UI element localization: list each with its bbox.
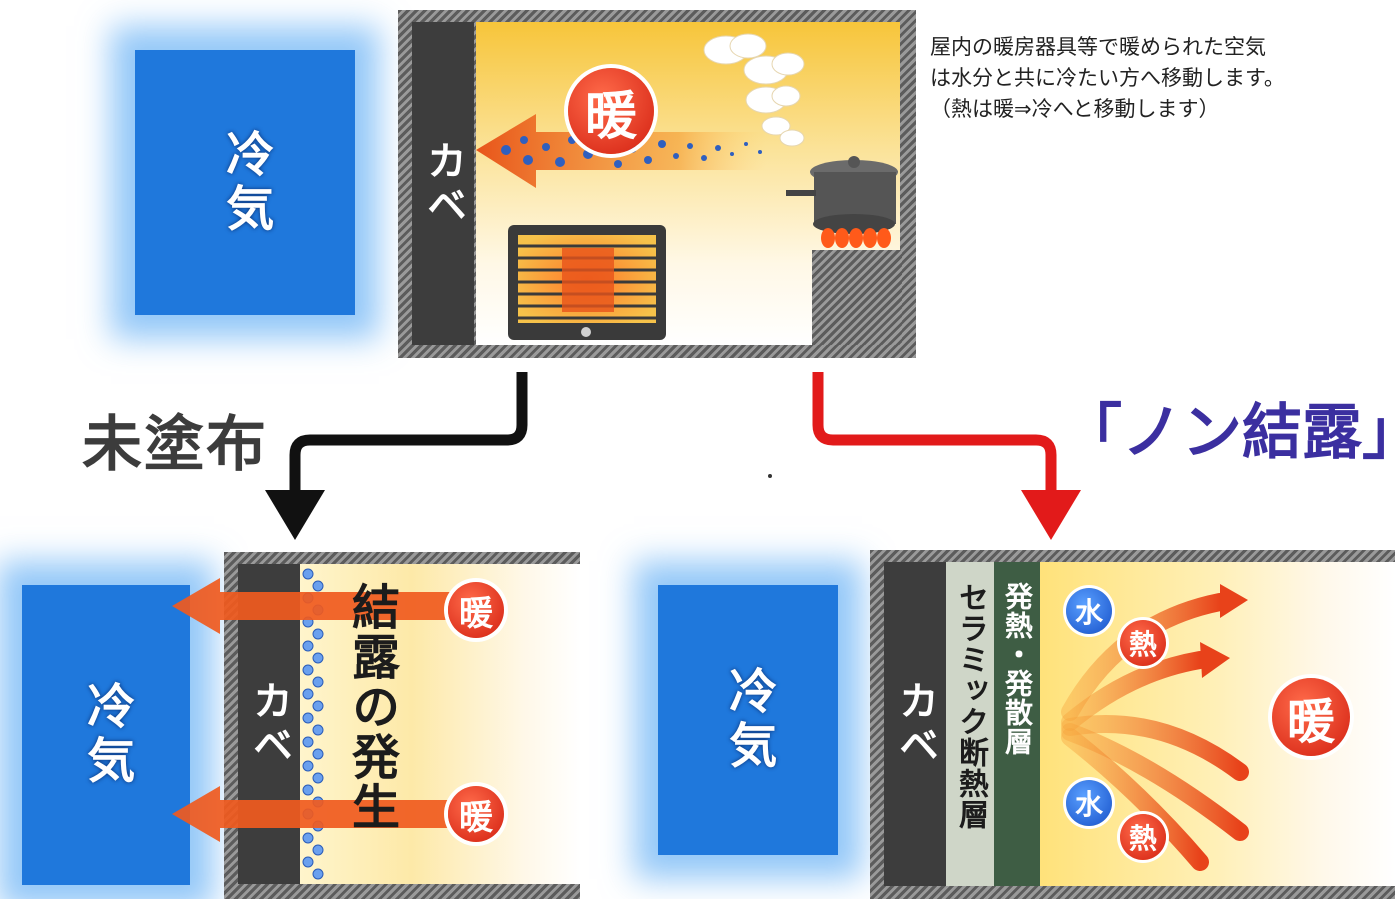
untreated-branch-arrow [289,372,528,492]
left-condensation-illustration [172,568,450,880]
ceramic-insulation-layer: セラミック断熱層 [946,562,994,886]
heat-emission-layer: 発熱・発散層 [994,562,1040,886]
pot-illustration [786,156,898,248]
top-warm-badge-label: 暖 [584,86,637,147]
right-heat-badge-lower: 熱 [1120,814,1166,860]
branch-arrows [265,372,1081,540]
left-warm-badge-upper-label: 暖 [459,593,493,634]
right-cold-air-label: 冷気 [720,666,777,774]
left-cold-air-box: 冷気 [22,585,190,885]
untreated-title: 未塗布 [82,410,268,480]
top-description-line-3: （熱は暖⇒冷へと移動します） [930,97,1220,121]
heater-illustration [508,225,666,340]
right-heat-badge-lower-label: 熱 [1128,822,1157,855]
left-heat-arrow-upper [172,578,450,634]
right-water-badge-upper-label: 水 [1074,596,1103,629]
nonketsuro-title: 「ノン結露」 [1062,398,1395,468]
right-warm-badge-label: 暖 [1286,694,1335,750]
top-description-line-2: は水分と共に冷たい方へ移動します。 [930,66,1285,90]
right-heat-badge-upper: 熱 [1120,620,1166,666]
top-counter [812,250,902,345]
right-heat-badge-upper-label: 熱 [1128,628,1157,661]
right-water-badge-lower: 水 [1066,780,1112,826]
heat-layer-label: 発熱・発散層 [1001,582,1034,756]
nonketsuro-branch-arrow [812,372,1057,492]
top-wall: カベ [412,22,474,345]
ceramic-layer-label: セラミック断熱層 [953,582,988,830]
right-water-badge-upper: 水 [1066,588,1112,634]
top-cold-air-box: 冷気 [135,50,355,315]
right-water-badge-lower-label: 水 [1074,788,1103,821]
left-wall-label: カベ [246,680,292,768]
right-cold-air-box: 冷気 [658,585,838,855]
right-wall: カベ [884,562,946,886]
left-warm-badge-lower-label: 暖 [459,797,493,838]
right-warm-badge: 暖 [1272,678,1350,756]
top-warm-badge: 暖 [568,68,654,154]
left-warm-badge-lower: 暖 [448,786,504,842]
top-description-line-1: 屋内の暖房器具等で暖められた空気 [930,35,1266,59]
left-heat-arrow-lower [172,786,450,842]
condensation-label: 結露の発生 [343,582,399,832]
top-cold-air-label: 冷気 [217,128,274,237]
left-cold-air-label: 冷気 [78,681,135,789]
left-warm-badge-upper: 暖 [448,582,504,638]
top-wall-label: カベ [420,139,466,228]
top-description: 屋内の暖房器具等で暖められた空気 は水分と共に冷たい方へ移動します。 （熱は暖⇒… [930,32,1390,125]
right-wall-label: カベ [892,680,938,768]
top-steam-clouds [703,33,805,147]
